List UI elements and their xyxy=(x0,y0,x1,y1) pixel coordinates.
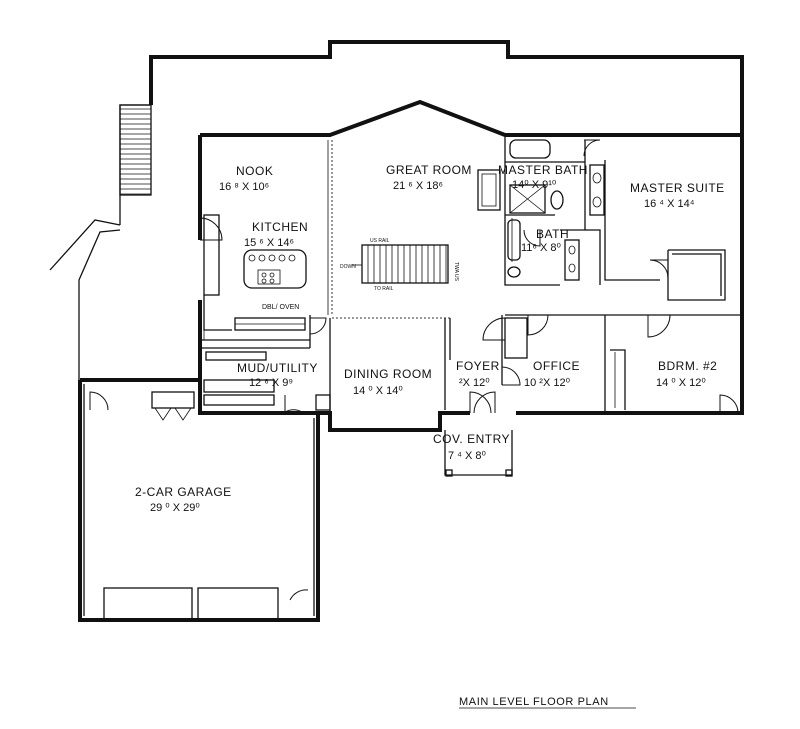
garage-label: 2-CAR GARAGE xyxy=(135,485,232,499)
room-labels: NOOK 16 ⁸ X 10⁶ KITCHEN 15 ⁶ X 14⁶ GREAT… xyxy=(135,163,725,514)
garage xyxy=(78,378,320,622)
bath-vanity xyxy=(564,239,580,281)
bath-label: BATH xyxy=(536,227,569,241)
bath-tub xyxy=(507,219,521,261)
vanity xyxy=(589,164,605,216)
great-room-stairs: US RAIL TO RAIL DOWN TWA US xyxy=(340,238,459,292)
kitchen-island: DBL/ OVEN xyxy=(243,249,307,311)
nook-label: NOOK xyxy=(236,164,273,178)
stair-side-label: TWA US xyxy=(453,262,459,282)
interior-walls xyxy=(200,137,742,430)
garage-dim: 29 ⁰ X 29⁰ xyxy=(150,502,200,514)
dining-room-label: DINING ROOM xyxy=(344,367,432,381)
bath-dim: 11⁶ X 8⁰ xyxy=(521,242,562,254)
garage-door-right xyxy=(197,587,279,621)
great-room-dim: 21 ⁶ X 18⁶ xyxy=(393,180,443,192)
stair-down-label: DOWN xyxy=(340,264,356,270)
deck-stairs xyxy=(119,104,152,196)
stair-note-top: US RAIL xyxy=(370,238,390,244)
cov-entry-dim: 7 ⁴ X 8⁰ xyxy=(448,450,486,462)
master-tub xyxy=(509,139,551,159)
stair-note-bottom: TO RAIL xyxy=(374,286,394,292)
kitchen-label: KITCHEN xyxy=(252,220,308,234)
fireplace xyxy=(477,169,501,211)
foyer-label: FOYER xyxy=(456,359,500,373)
foyer-dim: ²X 12⁰ xyxy=(459,377,490,389)
garage-door-left xyxy=(103,587,193,621)
office-label: OFFICE xyxy=(533,359,580,373)
cov-entry-label: COV. ENTRY xyxy=(433,432,510,446)
shower xyxy=(509,184,546,214)
master-bath-label: MASTER BATH xyxy=(498,163,588,177)
doors xyxy=(199,139,739,414)
bedroom2-dim: 14 ⁰ X 12⁰ xyxy=(656,377,706,389)
master-bath-dim: 14⁰ X 9¹⁰ xyxy=(512,179,557,191)
bedroom2-label: BDRM. #2 xyxy=(658,359,717,373)
covered-entry xyxy=(444,430,513,477)
dining-room-dim: 14 ⁰ X 14⁰ xyxy=(353,385,403,397)
plan-title: MAIN LEVEL FLOOR PLAN xyxy=(459,696,609,708)
master-suite-dim: 16 ⁴ X 14⁴ xyxy=(644,198,695,210)
great-room-label: GREAT ROOM xyxy=(386,163,472,177)
toilet xyxy=(550,190,564,210)
mud-utility-dim: 12 ⁶ X 9⁹ xyxy=(249,377,293,389)
bath-toilet xyxy=(507,266,521,278)
nook-dim: 16 ⁸ X 10⁶ xyxy=(219,181,269,193)
kitchen-dim: 15 ⁶ X 14⁶ xyxy=(244,237,294,249)
dbl-oven-label: DBL/ OVEN xyxy=(262,304,299,311)
rear-deck xyxy=(49,40,744,380)
office-dim: 10 ²X 12⁰ xyxy=(524,377,571,389)
bath-fixtures xyxy=(477,139,605,281)
mud-utility-label: MUD/UTILITY xyxy=(237,361,318,375)
master-suite-label: MASTER SUITE xyxy=(630,181,725,195)
